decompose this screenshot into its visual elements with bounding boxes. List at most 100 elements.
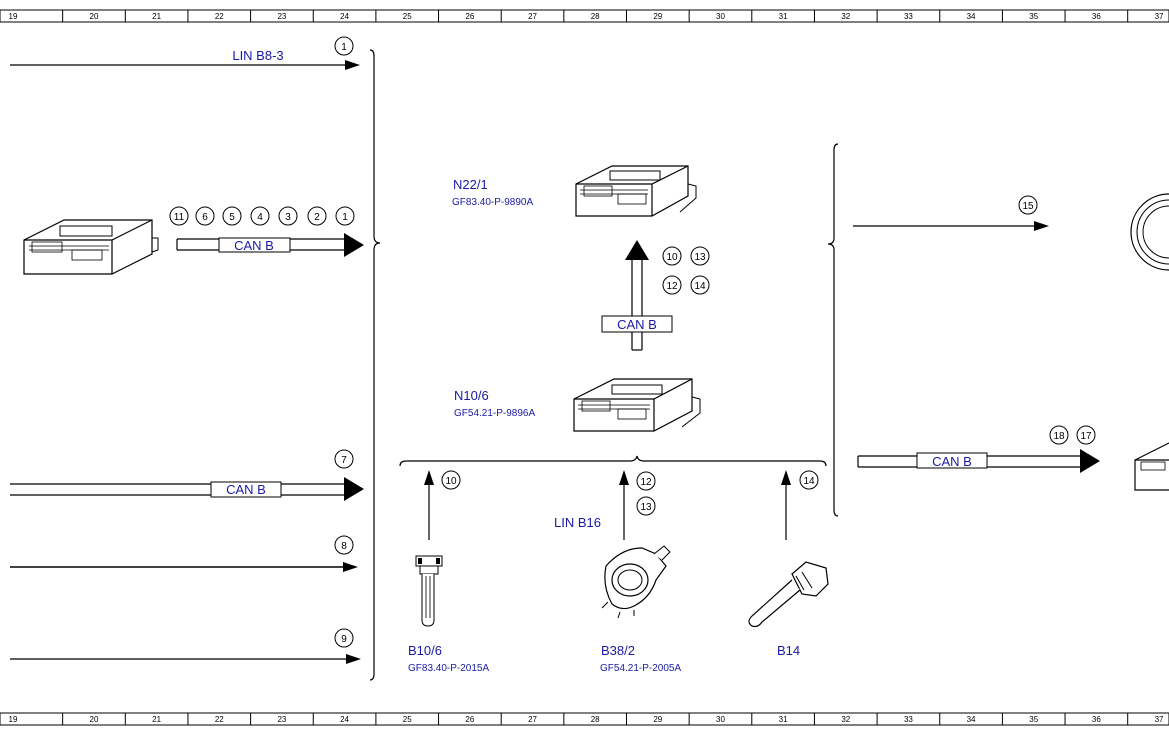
left-brace	[369, 49, 381, 681]
ruler-number: 28	[591, 715, 600, 724]
ruler-number: 23	[277, 715, 286, 724]
ref-circle: 12	[636, 471, 656, 491]
ruler-number: 34	[967, 12, 976, 21]
ref-circle: 10	[441, 470, 461, 490]
center-brace	[399, 455, 827, 467]
ruler-number: 31	[779, 715, 788, 724]
svg-text:2: 2	[314, 212, 320, 223]
b38-2-name: B38/2	[601, 643, 635, 658]
b10-6-code: GF83.40-P-2015A	[408, 663, 489, 674]
ruler-number: 28	[591, 12, 600, 21]
svg-text:14: 14	[694, 281, 706, 292]
ruler-number: 25	[403, 12, 412, 21]
svg-text:12: 12	[640, 477, 652, 488]
svg-text:7: 7	[341, 455, 347, 466]
svg-text:14: 14	[803, 476, 815, 487]
rain-light-sensor-icon	[601, 545, 671, 619]
b14-name: B14	[777, 643, 800, 658]
ruler-number: 31	[779, 12, 788, 21]
ref-circle: 3	[278, 206, 298, 226]
ruler-number: 25	[403, 715, 412, 724]
can-b-mid-connection: CAN B 7	[10, 449, 364, 501]
svg-text:13: 13	[694, 252, 706, 263]
ref-circle: 12	[662, 275, 682, 295]
ruler-number: 21	[152, 12, 161, 21]
outside-temperature-sensor-icon	[748, 561, 829, 628]
svg-text:6: 6	[202, 212, 208, 223]
ref-circle: 9	[334, 628, 354, 648]
ruler-number: 29	[653, 12, 662, 21]
b10-6-sensor: 10 B10/6 GF83.40-P-2015A	[408, 470, 489, 674]
right-brace	[827, 143, 839, 517]
can-b-label: CAN B	[234, 238, 274, 253]
n10-6-unit: N10/6 GF54.21-P-9896A	[454, 378, 701, 432]
can-b-label: CAN B	[617, 317, 657, 332]
ref-circle: 11	[169, 206, 189, 226]
ruler-number: 37	[1155, 12, 1164, 21]
svg-text:1: 1	[342, 212, 348, 223]
ruler-number: 24	[340, 12, 349, 21]
ruler-number: 27	[528, 12, 537, 21]
ref-circle: 2	[307, 206, 327, 226]
ruler-number: 26	[465, 12, 474, 21]
n22-1-name: N22/1	[453, 177, 488, 192]
ruler-number: 22	[215, 12, 224, 21]
ruler-number: 36	[1092, 715, 1101, 724]
can-b-top-connection: CAN B 11 6 5 4 3 2 1	[169, 206, 364, 257]
left-control-unit	[23, 219, 159, 275]
ref-circle: 14	[799, 470, 819, 490]
lin-b16-label: LIN B16	[554, 515, 601, 530]
ref-circle: 18	[1049, 425, 1069, 445]
ref-circle: 5	[222, 206, 242, 226]
svg-text:11: 11	[174, 212, 185, 223]
line-9-connection: 9	[10, 628, 361, 664]
n22-1-code: GF83.40-P-9890A	[452, 197, 533, 208]
svg-text:13: 13	[640, 502, 652, 513]
b38-2-code: GF54.21-P-2005A	[600, 663, 681, 674]
can-b-vertical-connection: CAN B 10 13 12 14	[601, 240, 710, 351]
ref-circle: 13	[690, 246, 710, 266]
line-8-connection: 8	[10, 535, 358, 572]
ref-circle: 15	[1018, 195, 1038, 215]
b14-sensor: 14 B14	[748, 470, 829, 658]
ruler-number: 32	[841, 715, 850, 724]
ref-circle: 13	[636, 496, 656, 516]
svg-text:17: 17	[1080, 431, 1092, 442]
ruler-number: 22	[215, 715, 224, 724]
ruler-number: 20	[90, 12, 99, 21]
svg-text:1: 1	[341, 42, 347, 53]
ruler-number: 20	[90, 715, 99, 724]
ruler-number: 29	[653, 715, 662, 724]
lin-b8-3-label: LIN B8-3	[232, 48, 283, 63]
svg-text:5: 5	[229, 212, 235, 223]
can-b-label: CAN B	[226, 482, 266, 497]
ref-circle: 17	[1076, 425, 1096, 445]
svg-text:4: 4	[257, 212, 263, 223]
ref-circle: 10	[662, 246, 682, 266]
ruler-number: 30	[716, 715, 725, 724]
ref-circle: 6	[195, 206, 215, 226]
ruler-number: 27	[528, 715, 537, 724]
n10-6-code: GF54.21-P-9896A	[454, 408, 535, 419]
ref-circle: 1	[334, 36, 354, 56]
svg-text:15: 15	[1022, 201, 1034, 212]
svg-text:10: 10	[445, 476, 457, 487]
b38-2-sensor: 12 13 LIN B16 B38/2 GF54.21-P-2005A	[554, 470, 681, 674]
right-control-unit	[1134, 442, 1169, 491]
temperature-sensor-icon	[415, 555, 443, 627]
ruler-number: 24	[340, 715, 349, 724]
n22-1-unit: N22/1 GF83.40-P-9890A	[452, 165, 697, 217]
ruler-number: 23	[277, 12, 286, 21]
svg-text:18: 18	[1053, 431, 1065, 442]
ruler-number: 19	[9, 12, 18, 21]
ruler-number: 19	[9, 715, 18, 724]
ruler-number: 37	[1155, 715, 1164, 724]
ruler-number: 30	[716, 12, 725, 21]
svg-text:9: 9	[341, 634, 347, 645]
ref-circle: 8	[334, 535, 354, 555]
ref-circle: 14	[690, 275, 710, 295]
